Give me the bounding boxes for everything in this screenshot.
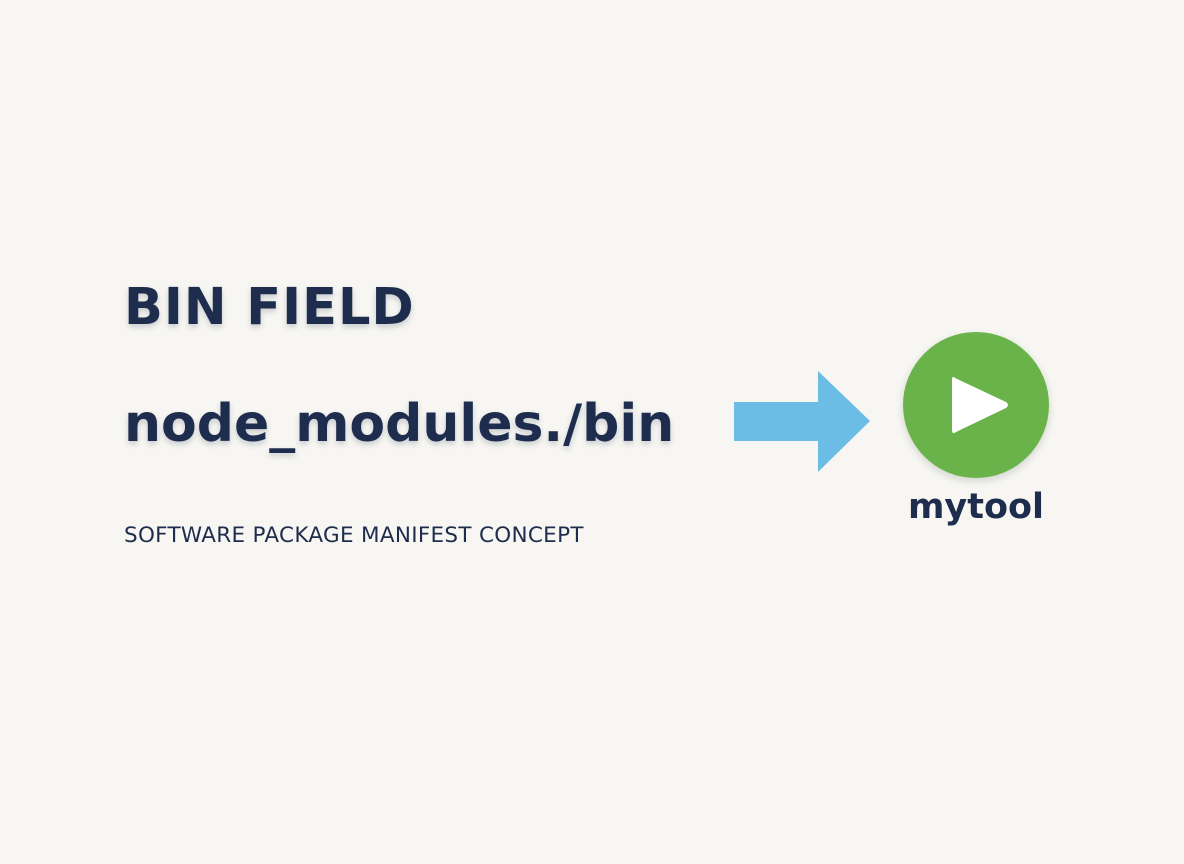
heading: BIN FIELD: [124, 278, 415, 337]
play-icon-triangle: [952, 376, 1008, 434]
play-icon: [903, 332, 1049, 478]
arrow-shape: [734, 371, 870, 472]
mytool-label: mytool: [907, 487, 1045, 527]
caption: SOFTWARE PACKAGE MANIFEST CONCEPT: [124, 523, 584, 548]
mytool-run-button[interactable]: [903, 332, 1049, 478]
bin-path-label: node_modules./bin: [124, 394, 675, 454]
right-arrow-icon: [734, 371, 870, 472]
